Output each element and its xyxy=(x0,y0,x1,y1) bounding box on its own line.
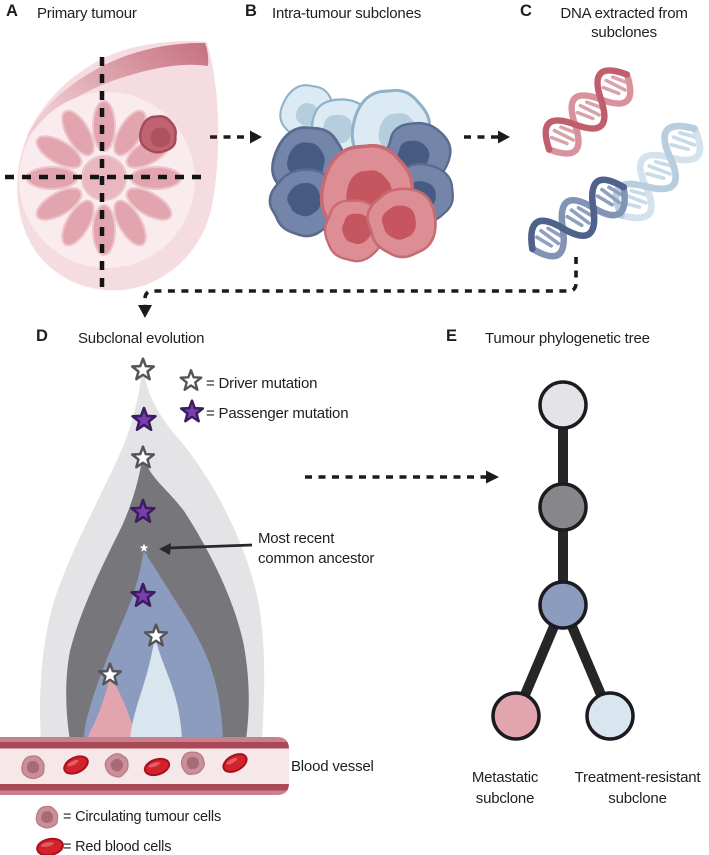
panel-c-title-line2: subclones xyxy=(591,24,657,41)
clone-pink xyxy=(87,674,136,740)
red-blood-cell xyxy=(222,753,248,773)
passenger-mutation-legend-label: = Passenger mutation xyxy=(206,405,349,422)
panel-d-title: Subclonal evolution xyxy=(78,330,205,347)
passenger-star-legend-icon xyxy=(179,399,205,423)
subclone-cell-cluster xyxy=(258,78,458,271)
treatment-label-line1: Treatment-resistant xyxy=(574,769,701,786)
treatment-resistant-subclone-label: Treatment-resistant subclone xyxy=(545,767,709,809)
panel-a-letter: A xyxy=(6,2,18,20)
metastatic-subclone-label: Metastatic subclone xyxy=(440,767,570,809)
red-blood-cell xyxy=(63,755,89,775)
arrowhead xyxy=(498,130,510,144)
driver-mutation-legend-label: = Driver mutation xyxy=(206,375,318,392)
rbc-legend-icon xyxy=(36,837,64,855)
tumour-mass xyxy=(139,115,177,154)
arrowhead xyxy=(486,470,499,484)
blood-vessel xyxy=(0,737,289,795)
tree-edges xyxy=(511,405,615,718)
panel-d-letter: D xyxy=(36,327,48,345)
mrca-label: Most recent common ancestor xyxy=(258,529,374,569)
panel-c-title: DNA extracted from subclones xyxy=(544,4,704,42)
driver-star xyxy=(130,357,156,381)
driver-star-legend-icon xyxy=(179,369,203,391)
metastatic-label-line2: subclone xyxy=(475,790,535,807)
breast-upper-shading xyxy=(26,42,209,138)
ctc-legend-label: = Circulating tumour cells xyxy=(63,809,221,825)
mrca-label-line1: Most recent xyxy=(258,530,335,547)
dna-helix-dark-blue xyxy=(521,171,634,265)
panel-e-letter: E xyxy=(446,327,457,345)
panel-e-title: Tumour phylogenetic tree xyxy=(485,330,650,347)
tree-node-metastatic xyxy=(491,691,541,741)
arrow-c-to-d xyxy=(138,257,578,318)
panel-c-title-line1: DNA extracted from xyxy=(560,5,688,22)
phylogenetic-tree xyxy=(491,380,635,741)
tree-node-gray xyxy=(538,482,588,532)
dna-helix-pink xyxy=(536,61,640,163)
mrca-arrow xyxy=(159,543,253,555)
tree-node-treatment-resistant xyxy=(585,691,635,741)
clone-blue-light xyxy=(130,637,182,740)
arrowhead xyxy=(159,543,171,555)
arrow-b-to-c xyxy=(464,130,510,144)
panel-b-title: Intra-tumour subclones xyxy=(272,5,422,22)
tree-node-root xyxy=(538,380,588,430)
ctc-legend-icon xyxy=(35,805,59,829)
panel-c-letter: C xyxy=(520,2,532,20)
tree-node-blue xyxy=(538,580,588,630)
metastatic-label-line1: Metastatic xyxy=(471,769,539,786)
panel-b-letter: B xyxy=(245,2,257,20)
biopsy-crosshair xyxy=(5,57,207,292)
arrow-a-to-b xyxy=(210,130,262,144)
breast-illustration xyxy=(5,41,219,292)
blood-vessel-label: Blood vessel xyxy=(291,758,374,775)
red-blood-cell xyxy=(143,757,171,777)
mrca-label-line2: common ancestor xyxy=(258,550,375,567)
arrowhead xyxy=(250,130,262,144)
dna-helices xyxy=(521,61,709,265)
arrowhead xyxy=(138,305,152,318)
rbc-legend-label: = Red blood cells xyxy=(63,839,172,855)
treatment-label-line2: subclone xyxy=(608,790,667,807)
breast-lobules xyxy=(26,100,182,256)
circulating-tumour-cell xyxy=(21,755,45,780)
fishplot-subclonal-evolution xyxy=(40,357,265,740)
panel-a-title: Primary tumour xyxy=(37,5,137,22)
arrow-d-to-e xyxy=(305,470,499,484)
